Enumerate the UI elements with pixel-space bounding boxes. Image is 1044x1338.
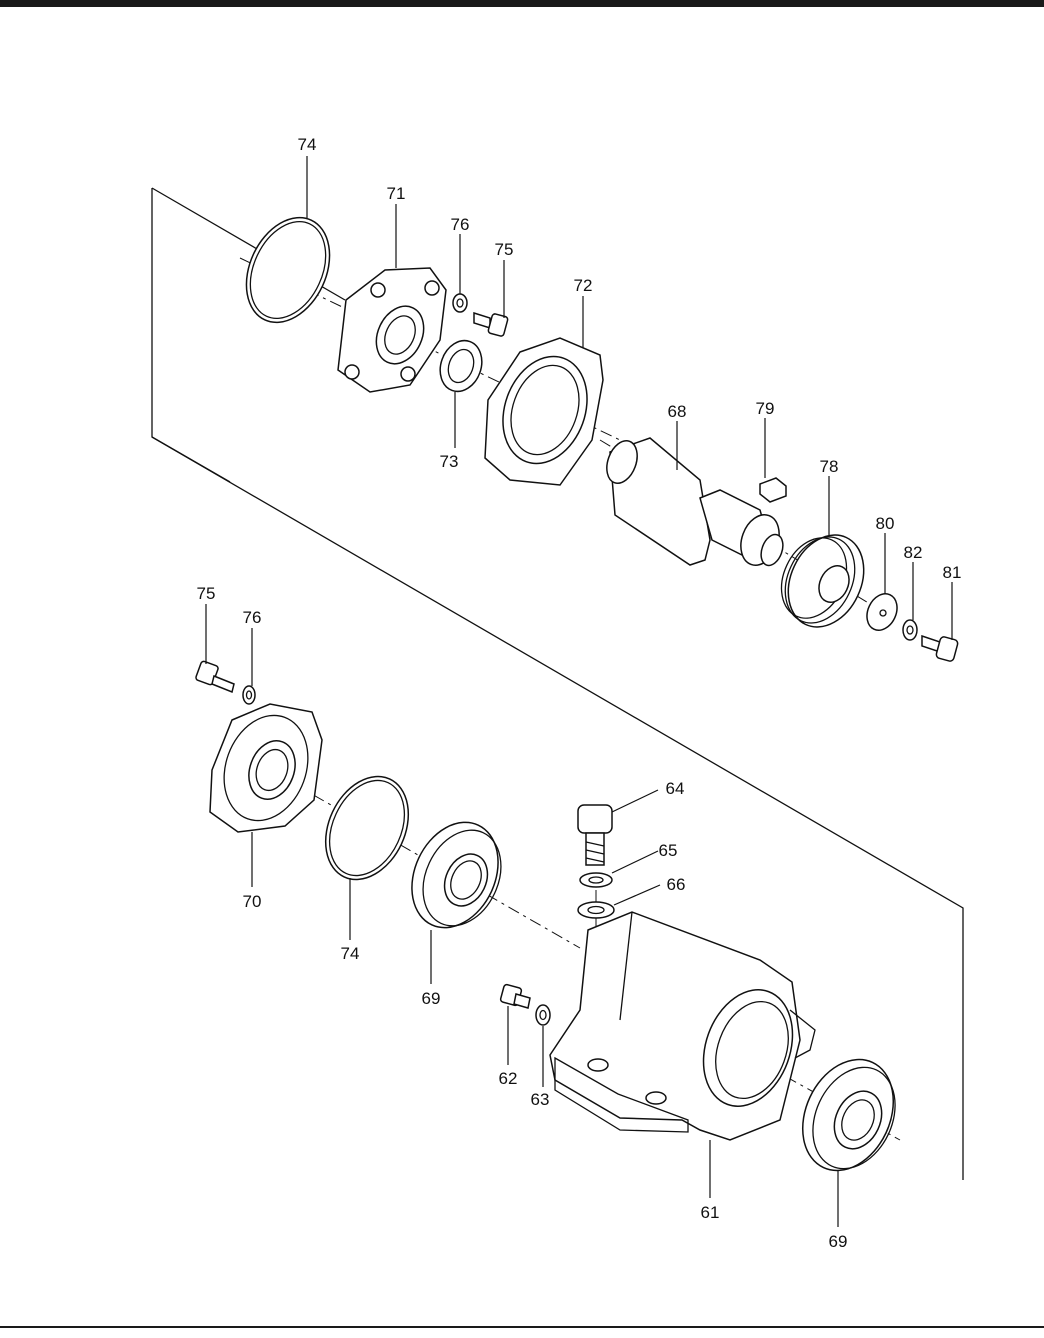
ball-bearing-icon	[801, 1058, 896, 1172]
bearing-cover-icon	[209, 703, 323, 833]
callout-62: 62	[499, 1069, 518, 1088]
bolt-icon	[473, 311, 509, 337]
callout-75: 75	[197, 584, 216, 603]
callout-76: 76	[451, 215, 470, 234]
pulley-bolt-icon	[921, 634, 959, 662]
assembly-frame	[151, 187, 964, 1180]
bearing-housing-icon	[484, 337, 604, 486]
key-icon	[759, 477, 787, 503]
callout-74: 74	[341, 944, 360, 963]
o-ring-icon	[324, 775, 410, 881]
callout-80: 80	[876, 514, 895, 533]
callout-69: 69	[829, 1232, 848, 1251]
callout-75: 75	[495, 240, 514, 259]
callout-82: 82	[904, 543, 923, 562]
callout-74: 74	[298, 135, 317, 154]
gear-case-housing-icon	[549, 911, 816, 1141]
flange-cover-icon	[337, 267, 447, 393]
filler-plug-icon	[577, 804, 613, 866]
flat-washer-icon	[577, 901, 615, 919]
callout-73: 73	[440, 452, 459, 471]
oil-seal-icon	[439, 339, 483, 393]
crank-shaft-icon	[606, 437, 784, 567]
callout-76: 76	[243, 608, 262, 627]
leader-lines	[205, 156, 953, 1227]
callout-68: 68	[668, 402, 687, 421]
drain-washer-icon	[535, 1004, 551, 1026]
bolt-icon	[195, 660, 235, 694]
spring-washer-icon	[902, 619, 918, 641]
callout-64: 64	[666, 779, 685, 798]
callout-61: 61	[701, 1203, 720, 1222]
washer-icon	[242, 685, 256, 705]
pulley-washer-icon	[866, 593, 898, 631]
lock-washer-icon	[579, 872, 613, 888]
callout-65: 65	[659, 841, 678, 860]
o-ring-icon	[245, 216, 331, 324]
callout-66: 66	[667, 875, 686, 894]
bottom-rule	[0, 1326, 1044, 1328]
callout-labels: 74 71 76 75 72 73 68 79 78 80 82 81 75 7…	[197, 135, 962, 1251]
callout-79: 79	[756, 399, 775, 418]
drain-plug-icon	[499, 983, 531, 1009]
washer-icon	[452, 293, 468, 313]
callout-69: 69	[422, 989, 441, 1008]
callout-81: 81	[943, 563, 962, 582]
callout-70: 70	[243, 892, 262, 911]
callout-71: 71	[387, 184, 406, 203]
pulley-icon	[780, 534, 865, 628]
callout-78: 78	[820, 457, 839, 476]
callout-72: 72	[574, 276, 593, 295]
top-rule	[0, 0, 1044, 7]
callout-63: 63	[531, 1090, 550, 1109]
ball-bearing-icon	[411, 821, 502, 929]
